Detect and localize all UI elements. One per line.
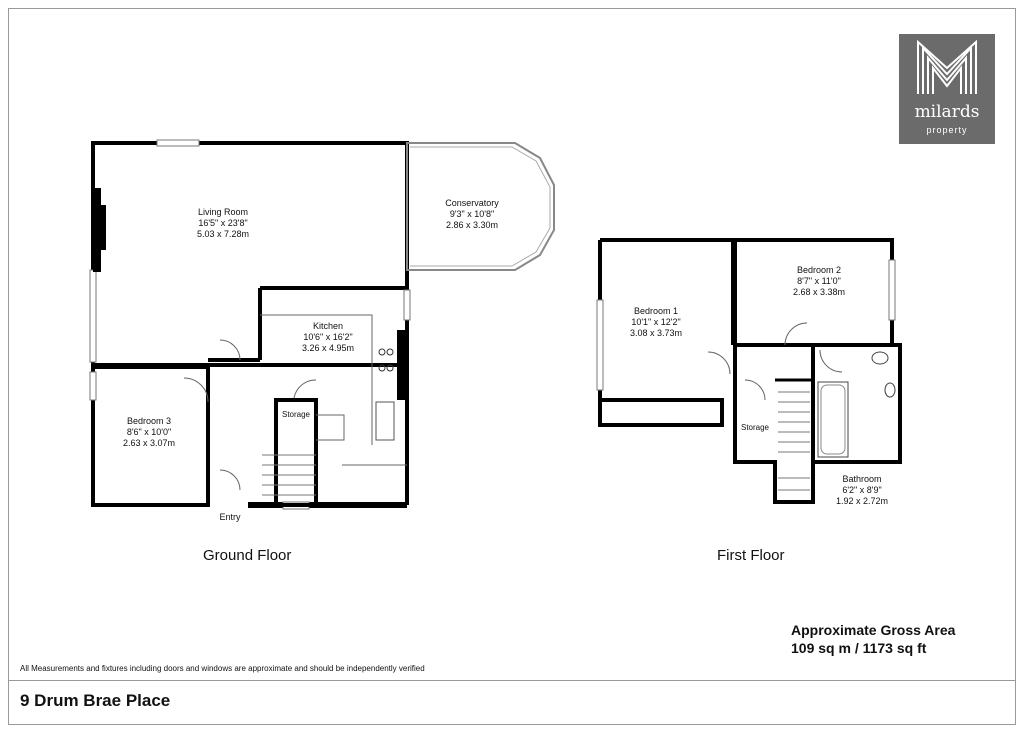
ground-storage-label: Storage xyxy=(282,410,311,419)
brand-name: milards xyxy=(914,102,980,122)
kitchen xyxy=(258,286,411,505)
room-imperial: 16'5" x 23'8" xyxy=(198,218,247,228)
first-storage-label: Storage xyxy=(741,423,770,432)
room-imperial: 10'6" x 16'2" xyxy=(303,332,352,342)
conservatory xyxy=(406,142,555,271)
milards-m-monogram-icon xyxy=(917,39,977,94)
room-metric: 3.08 x 3.73m xyxy=(630,328,682,338)
property-address: 9 Drum Brae Place xyxy=(20,691,171,710)
brand-tagline: property xyxy=(926,125,968,135)
first-storage xyxy=(733,345,815,504)
ground-storage xyxy=(262,379,345,507)
room-metric: 2.86 x 3.30m xyxy=(446,220,498,230)
disclaimer: All Measurements and fixtures including … xyxy=(20,664,425,673)
room-name: Bedroom 3 xyxy=(127,416,171,426)
svg-text:Bedroom 110'1" x 12'2"3.08 x 3: Bedroom 110'1" x 12'2"3.08 x 3.73m xyxy=(630,306,682,338)
room-imperial: 10'1" x 12'2" xyxy=(631,317,680,327)
gross-area-value: 109 sq m / 1173 sq ft xyxy=(791,640,927,656)
gross-area-heading: Approximate Gross Area xyxy=(791,622,956,638)
room-metric: 3.26 x 4.95m xyxy=(302,343,354,353)
room-name: Living Room xyxy=(198,207,248,217)
ground-floor-plan xyxy=(89,139,555,510)
room-name: Kitchen xyxy=(313,321,343,331)
footer-divider xyxy=(8,680,1016,681)
room-metric: 2.68 x 3.38m xyxy=(793,287,845,297)
first-floor-title: First Floor xyxy=(717,547,785,564)
room-metric: 1.92 x 2.72m xyxy=(836,496,888,506)
room-imperial: 8'6" x 10'0" xyxy=(127,427,171,437)
room-metric: 5.03 x 7.28m xyxy=(197,229,249,239)
first-floor-plan xyxy=(596,238,902,504)
entry-label: Entry xyxy=(219,512,241,522)
room-imperial: 8'7" x 11'0" xyxy=(797,276,841,286)
living-room xyxy=(89,139,409,367)
ground-floor-title: Ground Floor xyxy=(203,547,292,564)
brand-logo: milards property xyxy=(899,34,995,144)
room-name: Bedroom 2 xyxy=(797,265,841,275)
svg-text:Bedroom 28'7" x 11'0"2.68 x 3.: Bedroom 28'7" x 11'0"2.68 x 3.38m xyxy=(793,265,845,297)
bedroom-3 xyxy=(89,365,210,507)
room-name: Bedroom 1 xyxy=(634,306,678,316)
page-frame xyxy=(8,8,1016,725)
room-imperial: 6'2" x 8'9" xyxy=(842,485,881,495)
gross-area: Approximate Gross Area 109 sq m / 1173 s… xyxy=(791,621,955,657)
bathroom xyxy=(813,343,902,464)
svg-text:Bedroom 38'6" x 10'0"2.63 x 3.: Bedroom 38'6" x 10'0"2.63 x 3.07m xyxy=(123,416,175,448)
room-metric: 2.63 x 3.07m xyxy=(123,438,175,448)
room-name: Bathroom xyxy=(842,474,881,484)
room-imperial: 9'3" x 10'8" xyxy=(450,209,494,219)
room-name: Conservatory xyxy=(445,198,499,208)
